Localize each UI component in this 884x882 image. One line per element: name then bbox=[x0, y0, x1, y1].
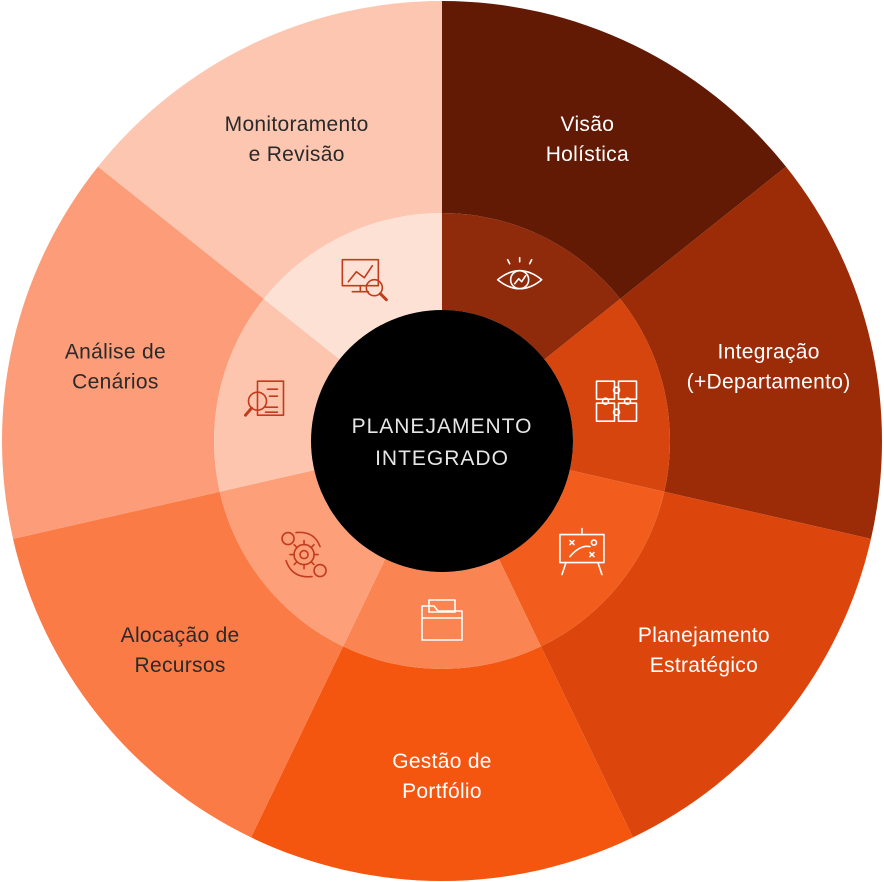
strategy-board-icon bbox=[559, 527, 605, 576]
label-line: Visão bbox=[561, 113, 615, 136]
label-integracao: Integração (+Departamento) bbox=[687, 340, 851, 393]
label-line: e Revisão bbox=[249, 143, 345, 166]
puzzle-icon bbox=[595, 380, 638, 422]
gear-coins-icon bbox=[281, 531, 327, 578]
folder-icon bbox=[421, 599, 463, 641]
segment-integracao bbox=[620, 166, 882, 539]
label-line: Portfólio bbox=[402, 780, 482, 803]
inner-ring bbox=[214, 213, 670, 669]
segment-alocacao-de-recursos bbox=[13, 491, 344, 838]
inner-segment-integracao bbox=[544, 298, 670, 492]
segment-gestao-de-portfolio bbox=[251, 646, 633, 881]
segment-planejamento-estrategico bbox=[540, 491, 871, 838]
center-disc bbox=[311, 310, 573, 572]
label-line: Gestão de bbox=[392, 750, 492, 773]
segment-icons bbox=[243, 256, 638, 641]
label-line: Monitoramento bbox=[225, 113, 369, 136]
center-title: PLANEJAMENTO INTEGRADO bbox=[352, 415, 533, 470]
document-search-icon bbox=[243, 380, 285, 417]
inner-segment-planejamento-estrategico bbox=[498, 470, 665, 647]
label-line: Integração bbox=[717, 340, 819, 363]
eye-icon bbox=[496, 256, 543, 290]
label-line: Estratégico bbox=[650, 654, 758, 677]
segment-monitoramento-e-revisao bbox=[97, 1, 443, 299]
label-line: Planejamento bbox=[638, 624, 770, 647]
inner-segment-analise-de-cenarios bbox=[214, 298, 340, 492]
label-line: Alocação de bbox=[121, 624, 240, 647]
label-line: (+Departamento) bbox=[687, 370, 851, 393]
center-title-line: PLANEJAMENTO bbox=[352, 415, 533, 438]
center-title-line: INTEGRADO bbox=[375, 447, 509, 470]
label-alocacao-de-recursos: Alocação de Recursos bbox=[121, 624, 240, 677]
inner-segment-gestao-de-portfolio bbox=[343, 559, 541, 669]
label-line: Holística bbox=[546, 143, 629, 166]
label-line: Cenários bbox=[72, 370, 158, 393]
segment-analise-de-cenarios bbox=[1, 166, 264, 539]
label-monitoramento-e-revisao: Monitoramento e Revisão bbox=[225, 113, 369, 166]
label-gestao-de-portfolio: Gestão de Portfólio bbox=[392, 750, 492, 803]
chart-magnifier-icon bbox=[341, 258, 388, 302]
label-analise-de-cenarios: Análise de Cenários bbox=[65, 340, 166, 393]
label-line: Recursos bbox=[135, 654, 226, 677]
segment-visao-holistica bbox=[442, 1, 787, 299]
label-line: Análise de bbox=[65, 340, 166, 363]
